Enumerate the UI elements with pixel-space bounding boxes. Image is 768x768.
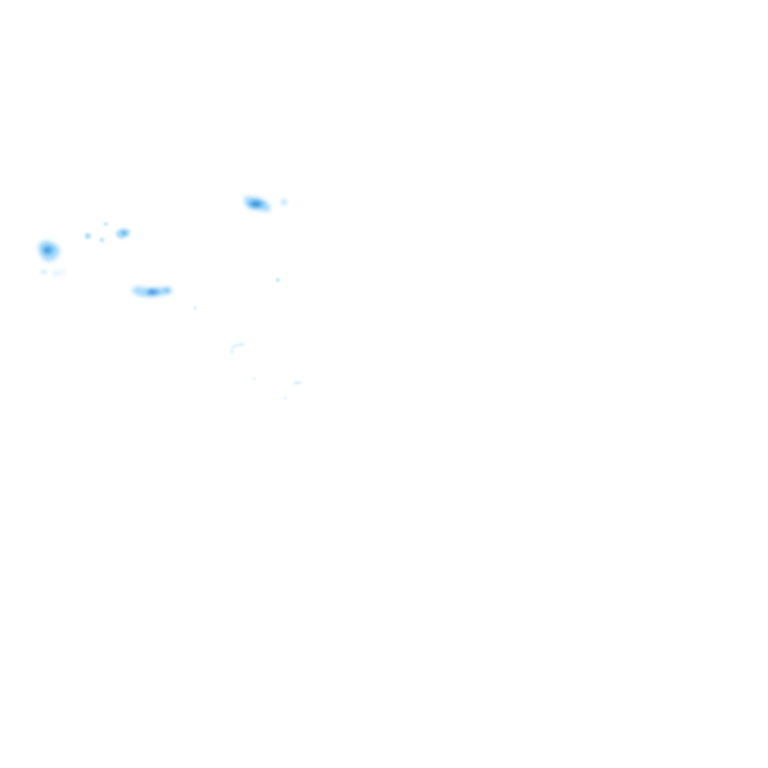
echo-faint-traces xyxy=(193,278,301,399)
echo-northwest-small xyxy=(85,222,130,242)
echo-north xyxy=(244,196,287,212)
echo-central xyxy=(131,286,173,297)
echo-west xyxy=(38,240,64,275)
